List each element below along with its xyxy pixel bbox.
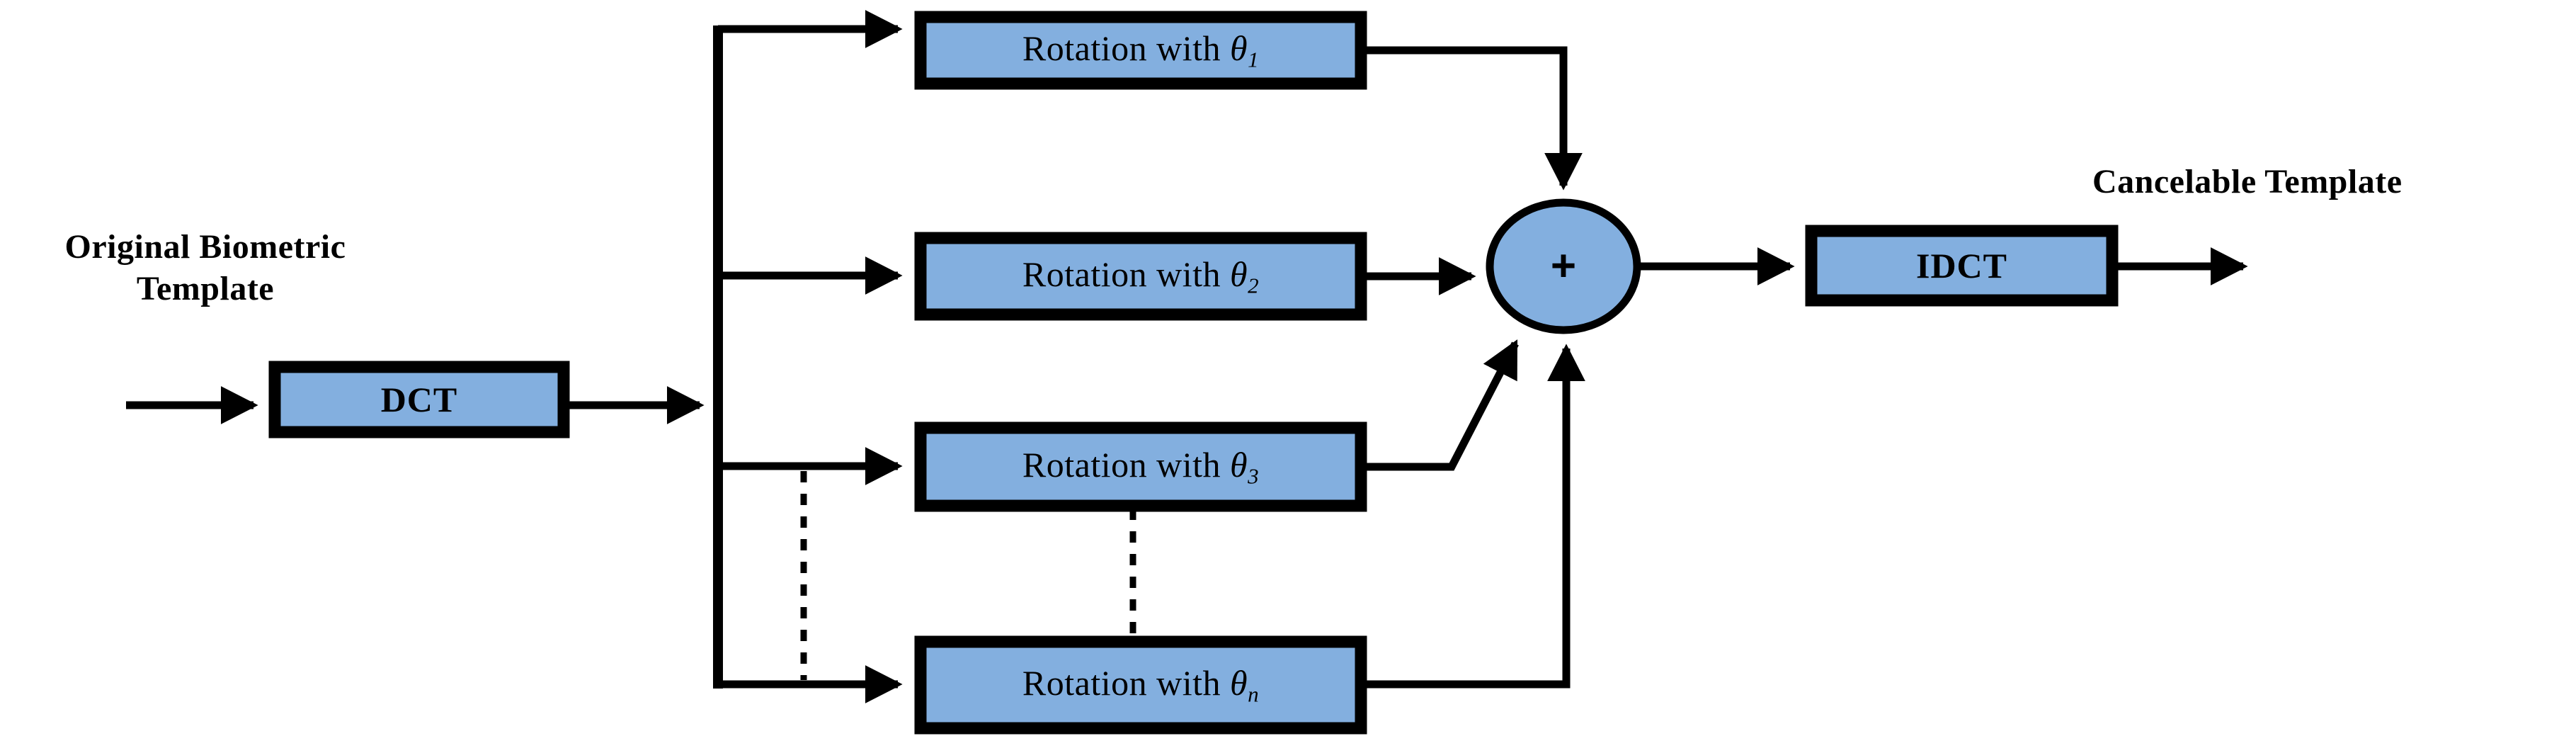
block-dct-shape (268, 361, 570, 438)
block-rot2-shape (914, 232, 1367, 321)
block-rot1-symbol: θ (1230, 28, 1248, 69)
block-rotation-theta3[interactable]: Rotation with θ3 (921, 428, 1361, 506)
block-rot3-label: Rotation with θ3 (1022, 444, 1259, 489)
block-rotn-shape (914, 635, 1367, 735)
block-rotn-prefix: Rotation with (1022, 663, 1231, 703)
input-label: Original Biometric Template (11, 227, 400, 310)
input-label-line1: Original Biometric (64, 228, 346, 266)
block-rotn-label: Rotation with θn (1022, 662, 1259, 707)
block-dct-label: DCT (380, 380, 458, 419)
input-label-line2: Template (136, 269, 275, 307)
wire-rot1-to-sum (1361, 46, 1583, 191)
block-rot2-label: Rotation with θ2 (1022, 254, 1259, 298)
block-dct[interactable]: DCT (275, 367, 564, 432)
block-rot2-symbol: θ (1230, 254, 1248, 295)
block-rotation-theta2[interactable]: Rotation with θ2 (921, 238, 1361, 315)
wire-rot3-to-sum (1361, 339, 1519, 471)
block-rotation-thetan[interactable]: Rotation with θn (921, 642, 1361, 728)
block-rotn-symbol: θ (1230, 663, 1248, 703)
block-rot3-symbol: θ (1230, 445, 1248, 485)
block-idct[interactable]: IDCT (1811, 231, 2112, 300)
block-rot1-prefix: Rotation with (1022, 28, 1231, 69)
summing-junction[interactable]: + (1490, 203, 1637, 330)
wire-rotn-to-sum (1361, 344, 1585, 689)
block-rot3-subscript: 3 (1248, 463, 1260, 489)
block-rot2-prefix: Rotation with (1022, 254, 1231, 295)
block-rot1-label: Rotation with θ1 (1022, 28, 1259, 72)
block-idct-shape (1805, 225, 2119, 307)
output-label: Cancelable Template (2092, 163, 2403, 200)
block-rotation-theta1[interactable]: Rotation with θ1 (921, 17, 1361, 84)
block-rot2-subscript: 2 (1248, 273, 1260, 298)
block-rot1-subscript: 1 (1248, 47, 1260, 72)
block-rot3-prefix: Rotation with (1022, 445, 1231, 485)
block-idct-label: IDCT (1915, 246, 2008, 285)
block-rotn-subscript: n (1248, 681, 1260, 707)
plus-icon: + (1550, 242, 1577, 290)
